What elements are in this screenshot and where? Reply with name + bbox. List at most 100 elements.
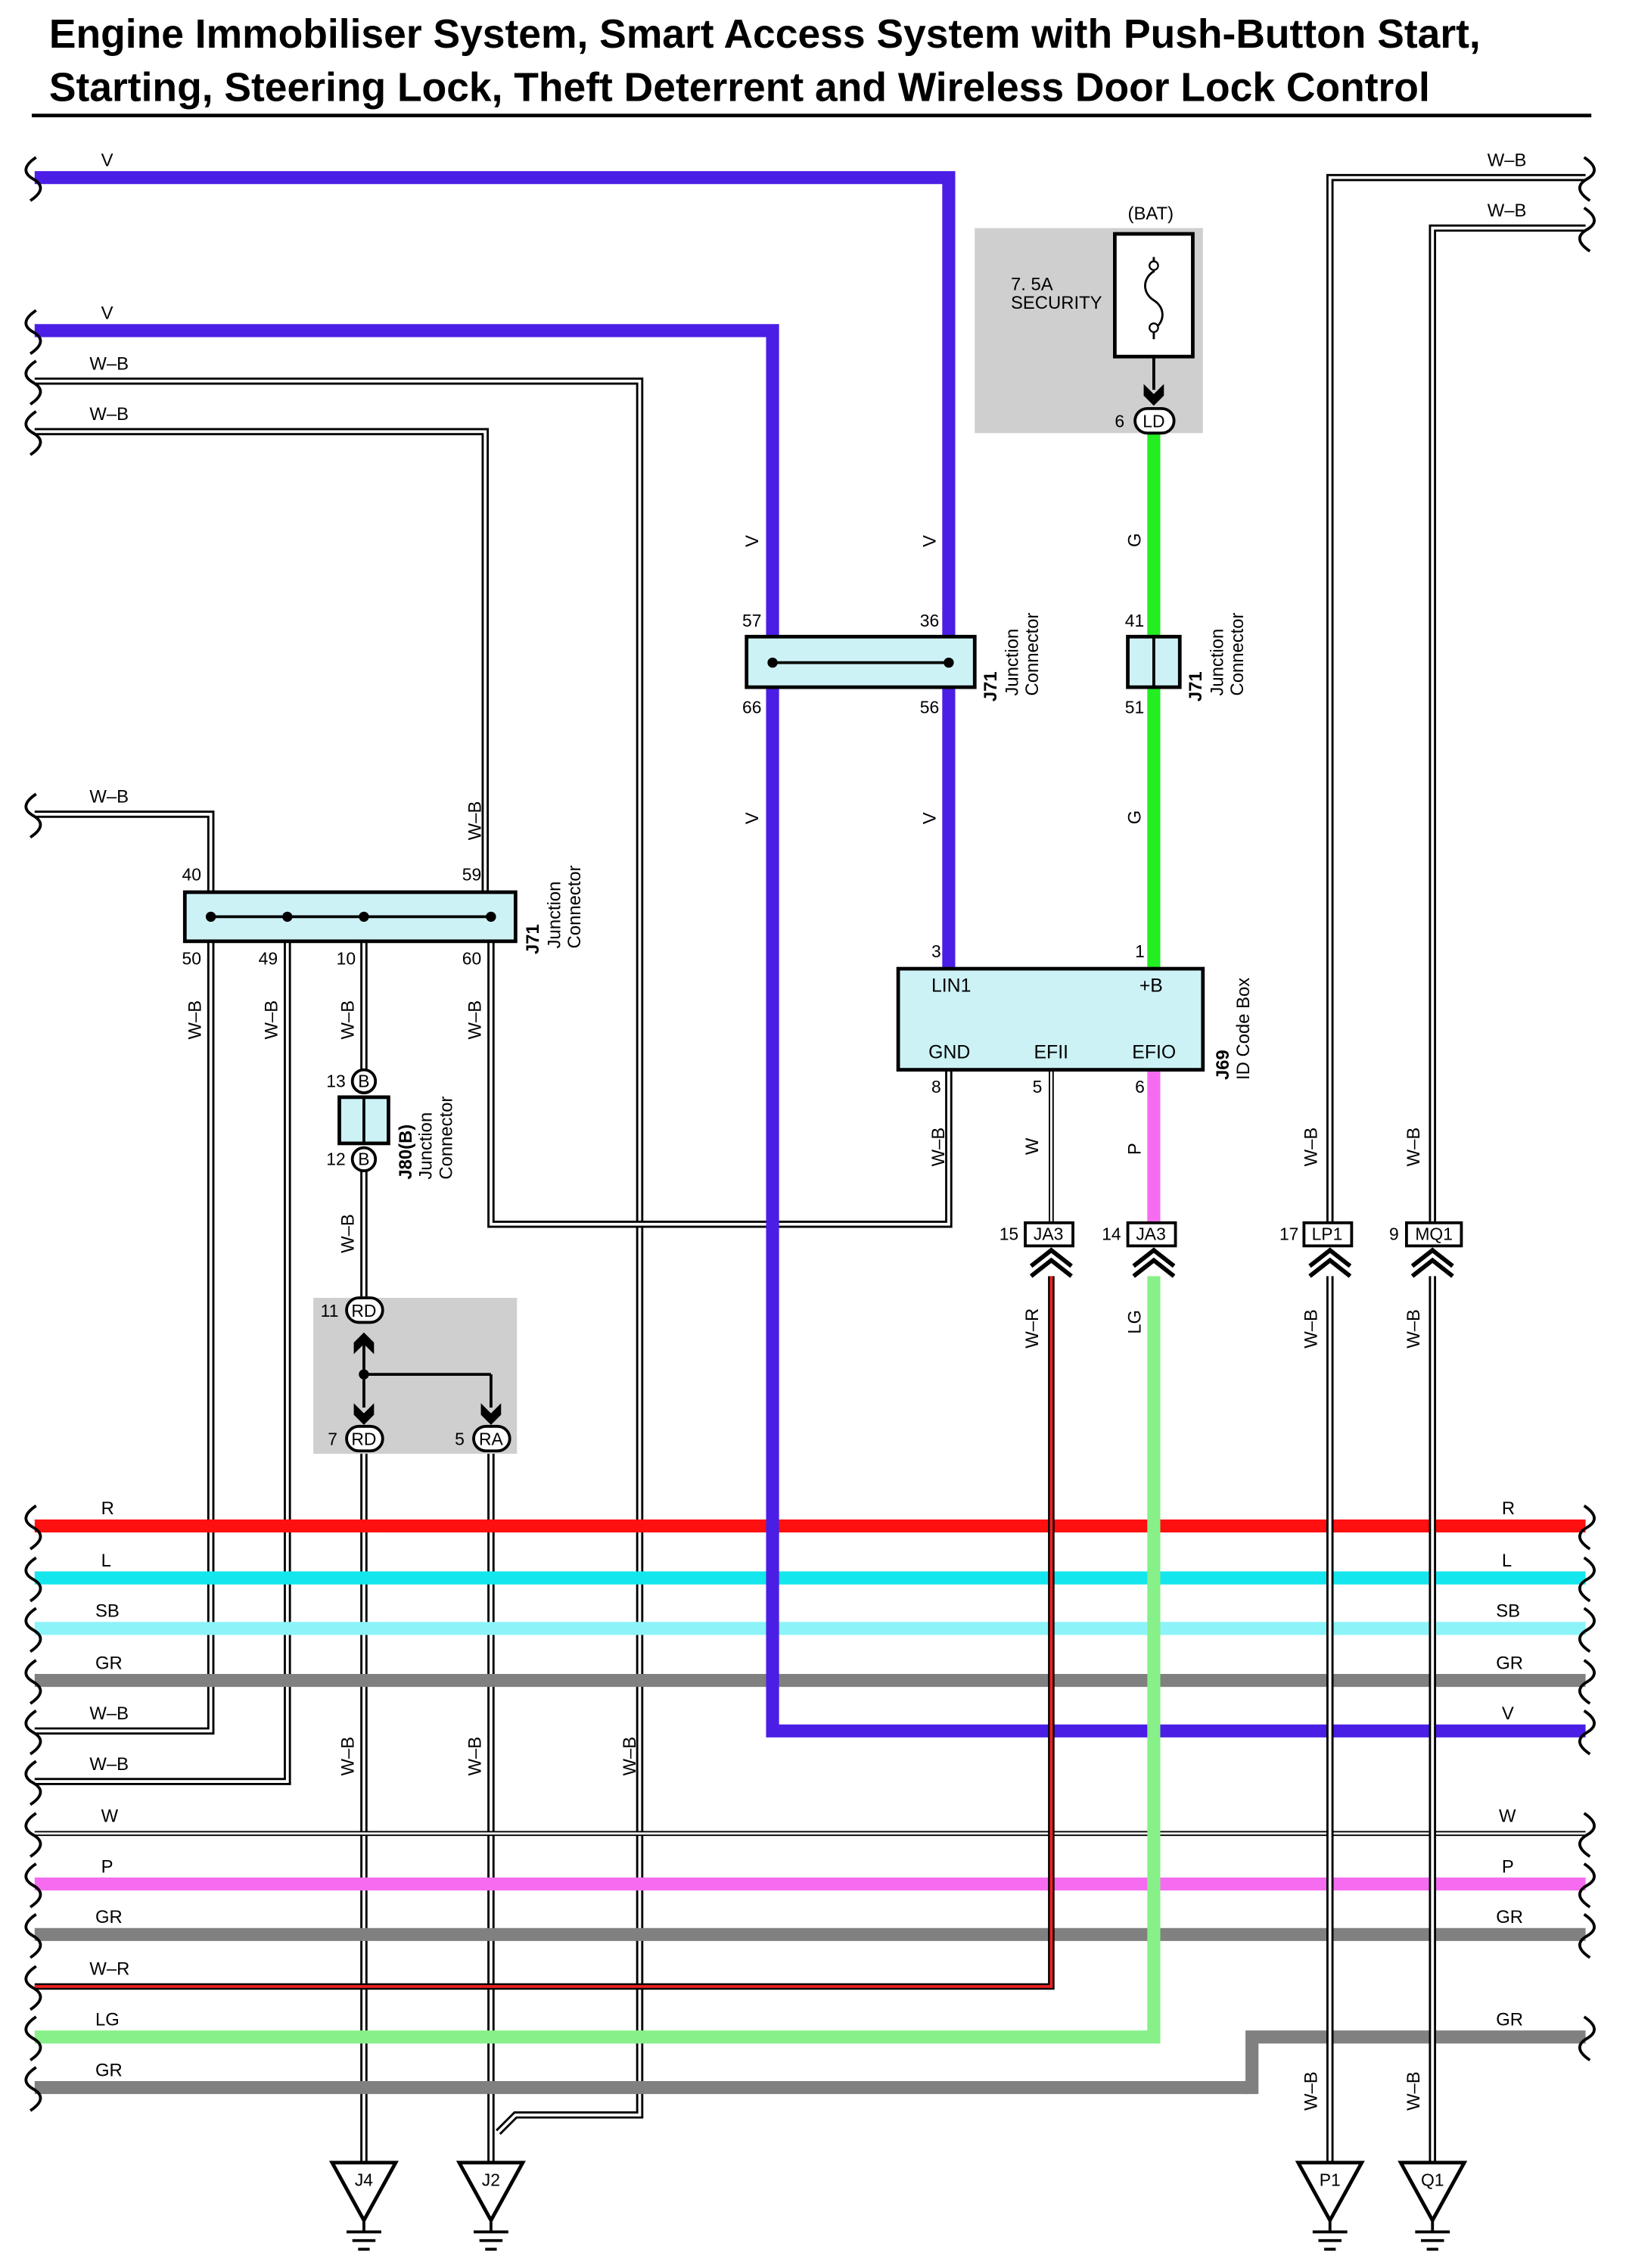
j80-pin-13-terminal [350,1068,378,1095]
connector-rd-7-label: RD [351,1430,376,1449]
wire-wb-299 [34,430,487,892]
connector-ld [1133,406,1176,435]
inline-connector-ja3-15 [1024,1221,1074,1278]
wire-label-wb-59: W–B [465,801,486,841]
bus-right-label-gr-1: GR [1496,1653,1523,1673]
inline-connector-ja3-15-label: JA3 [1034,1224,1063,1244]
j69-pin-3: 3 [931,941,941,961]
j71b-code: J71 [1186,671,1206,702]
fuse-rating-label: 7. 5A [1011,274,1053,294]
inline-connector-ja3-14 [1126,1221,1177,1278]
bus-right-label-v: V [1502,1703,1514,1724]
ground-q1-label: Q1 [1421,2170,1444,2189]
wire-wb-gnd [489,941,950,1226]
j69-code: J69 [1213,1050,1233,1080]
bus-left-label-r: R [101,1498,114,1519]
down-arrow-icon [480,1403,502,1425]
j71b-desc-1: Junction [1208,629,1228,696]
wire-label-wb-j4: W–B [338,1737,359,1776]
inline-connector-lp1-label: LP1 [1312,1224,1343,1244]
inline-connector-ja3-14-pin: 14 [1102,1224,1121,1244]
j69-pin-8: 8 [931,1077,941,1097]
wire-label-wb-p1: W–B [1301,2071,1322,2111]
wire-wb-50 [34,941,213,1733]
wire-label-v-top: V [101,150,113,170]
j71c-code: J71 [523,924,543,954]
wire-label-wb-264: W–B [89,353,129,374]
inline-connector-lp1-17 [1302,1221,1354,1278]
connector-ra-5 [472,1424,511,1453]
up-arrow-icon [353,1332,375,1355]
wire-label-wb-60: W–B [465,1000,486,1040]
wire-lg [34,1276,1161,2044]
inline-connector-mq1-9 [1404,1221,1463,1278]
wire-label-wr: W–R [1022,1308,1043,1349]
j71c-desc-1: Junction [545,882,565,949]
j71c-pin-50: 50 [182,948,201,968]
j71a-desc-2: Connector [1022,612,1043,695]
wire-v-top [34,171,956,636]
wire-label-w: W [1022,1137,1043,1155]
wire-label-wb-443: W–B [620,1737,640,1776]
title-line-1: Engine Immobiliser System, Smart Access … [49,12,1481,57]
wire-label-wb-right-1: W–B [1488,150,1527,170]
ground-j2-label: J2 [482,2170,500,2189]
wire-wb-right-2 [1431,226,1586,1221]
wire-wb-264 [34,379,642,2134]
bus-left-label-wb-2: W–B [89,1754,129,1775]
j71c-pin-10: 10 [337,948,356,968]
j71a-code: J71 [981,671,1001,702]
connector-rd-11-pin: 11 [321,1301,339,1321]
wire-wb-564 [34,813,213,892]
connector-rd-11 [345,1296,384,1324]
wire-label-wb-10: W–B [338,1000,359,1040]
j71a-pin-57: 57 [742,611,761,630]
wire-label-wb-lp1: W–B [1301,1309,1322,1349]
j71c-desc-2: Connector [564,865,585,948]
bus-wire-gr-right [1243,2030,1586,2095]
wire-label-g-top: G [1125,533,1146,547]
j69-pin-efio-label: EFIO [1132,1042,1176,1062]
j69-pin-6: 6 [1135,1077,1145,1097]
inline-connector-ja3-14-label: JA3 [1136,1224,1165,1244]
j69-pin-b-label: +B [1139,976,1163,997]
inline-connector-ja3-15-pin: 15 [1000,1224,1018,1244]
j69-name: ID Code Box [1233,978,1254,1080]
bus-left-label-sb: SB [95,1601,120,1622]
wire-label-v-36: V [920,535,940,547]
connector-ld-pin: 6 [1115,412,1124,431]
wire-label-wb-mq1: W–B [1404,1309,1424,1349]
wire-wr [34,1276,1053,1988]
wire-label-wb-mq1-top: W–B [1404,1128,1424,1167]
wire-label-wb-12: W–B [338,1214,359,1253]
bus-left-label-gr-2: GR [95,1907,123,1927]
wire-label-lg: LG [1125,1310,1146,1334]
j71c-pin-40: 40 [182,865,201,885]
bus-left-label-gr-1: GR [95,1653,123,1673]
connector-rd-7-pin: 7 [328,1430,337,1449]
j69-pin-lin1-label: LIN1 [931,976,971,997]
ecu-j69-id-code-box [896,966,1205,1072]
wire-label-v-66: V [742,812,763,824]
j71b-desc-2: Connector [1227,612,1248,695]
wire-label-v-second: V [101,303,113,324]
down-arrow-icon [353,1403,375,1425]
connector-rd-11-label: RD [351,1301,376,1321]
wire-v-bus [766,678,1586,1738]
fuse-element-icon [1144,257,1164,340]
wire-label-wb-564: W–B [89,787,129,807]
inline-connector-lp1-pin: 17 [1279,1224,1298,1244]
wire-v-second [34,324,779,636]
ground-p1-icon [1295,2161,1365,2251]
j80-pin-12: 12 [326,1150,345,1169]
bus-right-label-gr-3: GR [1496,2010,1523,2030]
bus-left-label-gr-3: GR [95,2060,123,2080]
wire-wb-49 [34,941,289,1784]
inline-connector-mq1-pin: 9 [1389,1224,1399,1244]
connector-ra-5-label: RA [479,1430,504,1449]
wire-break-marks [24,156,1596,2112]
fuse-supply-label: (BAT) [1128,204,1174,224]
wire-label-wb-299: W–B [89,404,129,425]
bus-right-label-r: R [1502,1498,1515,1519]
